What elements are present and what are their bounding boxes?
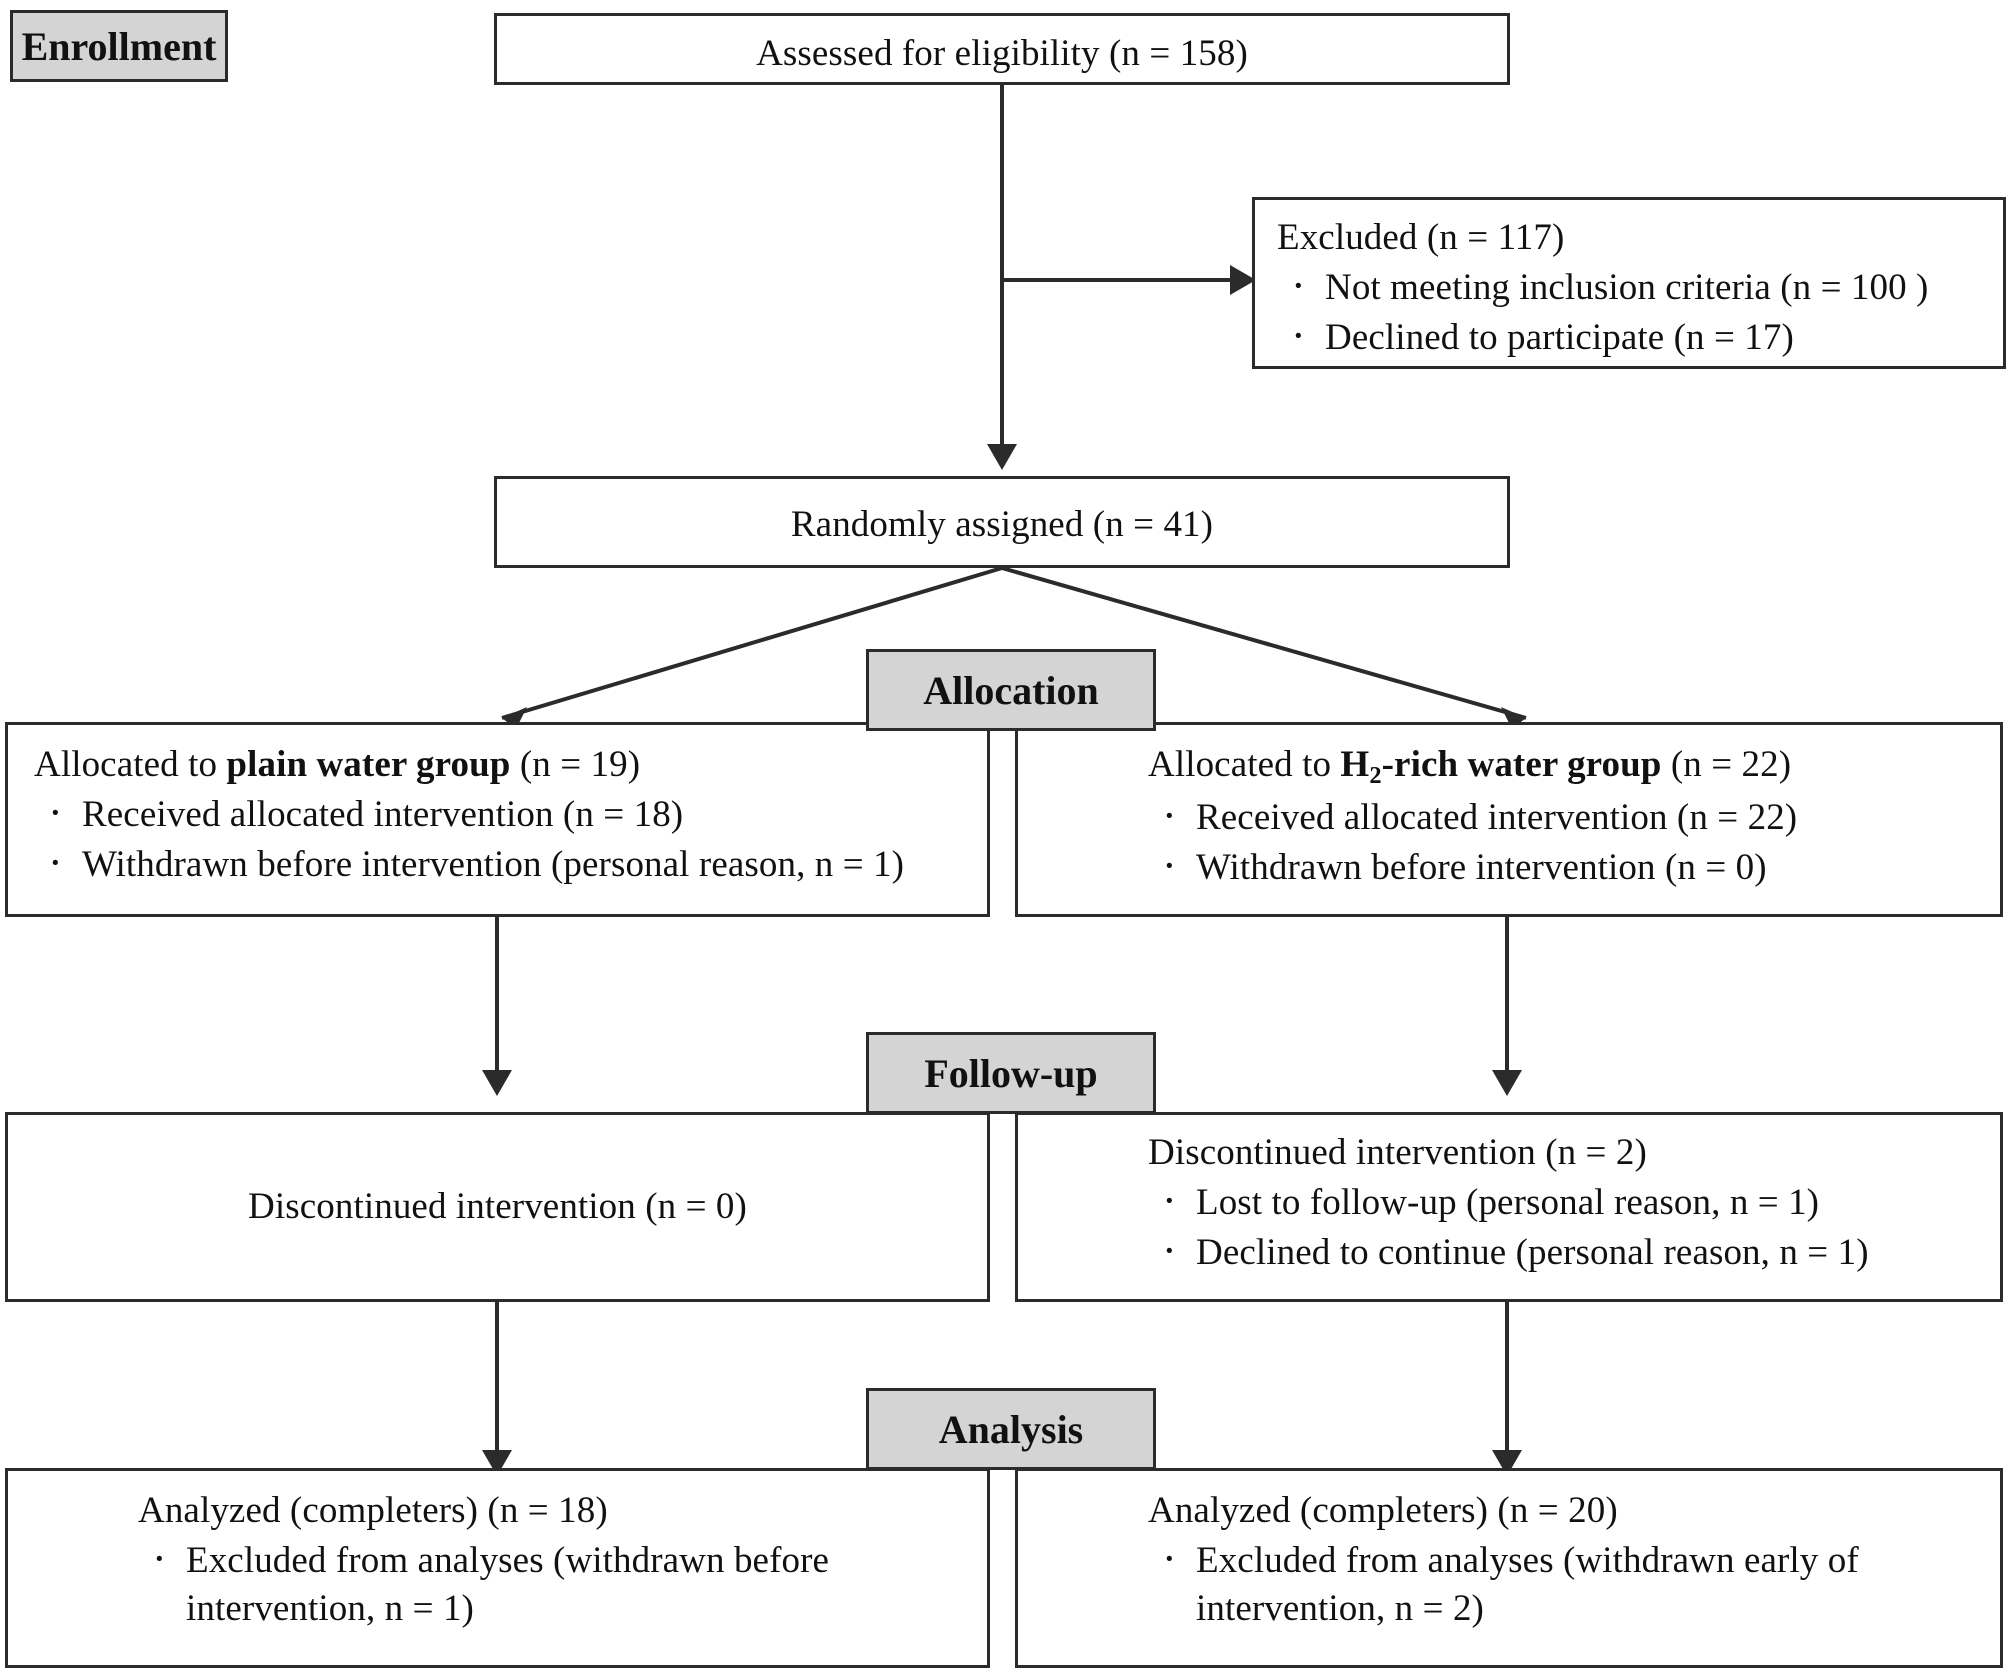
list-item: Received allocated intervention (n = 18) — [34, 784, 977, 841]
node-alloc-right-heading: Allocated to H2-rich water group (n = 22… — [1148, 741, 1990, 792]
node-assessed-for-eligibility: Assessed for eligibility (n = 158) — [494, 13, 1510, 85]
node-alloc-left-bullet-list: Received allocated intervention (n = 18)… — [34, 784, 977, 891]
stage-label-followup: Follow-up — [866, 1032, 1156, 1114]
connector-follow-right-to-analysis-right — [1505, 1302, 1509, 1462]
connector-alloc-right-to-follow-right — [1505, 917, 1509, 1082]
h2-symbol: H — [1340, 744, 1370, 785]
node-analysis-left-body: Analyzed (completers) (n = 18) Excluded … — [138, 1487, 947, 1633]
node-alloc-left-heading: Allocated to plain water group (n = 19) — [34, 741, 977, 789]
list-item: Excluded from analyses (withdrawn before… — [138, 1530, 947, 1633]
alloc-left-prefix: Allocated to — [34, 744, 227, 785]
arrowhead-to-excluded — [1230, 265, 1256, 295]
alloc-right-group-name: H2-rich water group — [1340, 744, 1662, 789]
connector-to-excluded — [1002, 278, 1236, 282]
arrowhead-alloc-right-to-follow-right — [1492, 1070, 1522, 1096]
alloc-right-suffix: (n = 22) — [1661, 744, 1792, 785]
alloc-left-suffix: (n = 19) — [510, 744, 641, 785]
node-excluded: Excluded (n = 117) Not meeting inclusion… — [1252, 197, 2006, 369]
arrowhead-split-left — [502, 707, 527, 729]
node-follow-right-body: Discontinued intervention (n = 2) Lost t… — [1148, 1129, 1990, 1279]
arrowhead-alloc-left-to-follow-left — [482, 1070, 512, 1096]
h2-subscript: 2 — [1369, 761, 1382, 789]
alloc-left-group-name: plain water group — [226, 744, 511, 785]
list-item: Not meeting inclusion criteria (n = 100 … — [1277, 257, 1995, 314]
node-alloc-right-bullet-list: Received allocated intervention (n = 22)… — [1148, 787, 1990, 894]
node-excluded-bullet-list: Not meeting inclusion criteria (n = 100 … — [1277, 257, 1995, 364]
list-item: Withdrawn before intervention (n = 0) — [1148, 837, 1990, 894]
stage-label-allocation-text: Allocation — [923, 667, 1099, 713]
node-follow-right-bullet-list: Lost to follow-up (personal reason, n = … — [1148, 1172, 1990, 1279]
list-item: Excluded from analyses (withdrawn early … — [1148, 1530, 1960, 1633]
node-allocation-plain-water: Allocated to plain water group (n = 19) … — [5, 722, 990, 917]
stage-label-followup-text: Follow-up — [924, 1050, 1098, 1096]
node-analysis-right-body: Analyzed (completers) (n = 20) Excluded … — [1148, 1487, 1960, 1633]
node-follow-right-heading: Discontinued intervention (n = 2) — [1148, 1132, 1647, 1173]
node-analysis-right-heading: Analyzed (completers) (n = 20) — [1148, 1490, 1618, 1531]
list-item: Declined to participate (n = 17) — [1277, 307, 1995, 364]
connector-split-left — [501, 566, 1003, 720]
node-allocation-h2-rich-water: Allocated to H2-rich water group (n = 22… — [1015, 722, 2003, 917]
h2-rest: -rich water group — [1381, 744, 1662, 785]
stage-label-enrollment-text: Enrollment — [21, 23, 217, 69]
node-analysis-plain-water: Analyzed (completers) (n = 18) Excluded … — [5, 1468, 990, 1668]
stage-label-analysis-text: Analysis — [938, 1406, 1084, 1452]
node-excluded-heading: Excluded (n = 117) — [1277, 217, 1565, 258]
connector-assessed-to-randomized — [1000, 85, 1004, 455]
alloc-right-prefix: Allocated to — [1148, 744, 1341, 785]
connector-alloc-left-to-follow-left — [495, 917, 499, 1082]
arrowhead-assessed-to-randomized — [987, 444, 1017, 470]
stage-label-allocation: Allocation — [866, 649, 1156, 731]
node-randomly-assigned: Randomly assigned (n = 41) — [494, 476, 1510, 568]
stage-label-analysis: Analysis — [866, 1388, 1156, 1470]
node-followup-plain-water: Discontinued intervention (n = 0) — [5, 1112, 990, 1302]
node-analysis-h2-rich-water: Analyzed (completers) (n = 20) Excluded … — [1015, 1468, 2003, 1668]
node-alloc-right-body: Allocated to H2-rich water group (n = 22… — [1148, 741, 1990, 894]
connector-split-right — [1001, 566, 1527, 720]
stage-label-enrollment: Enrollment — [10, 10, 228, 82]
node-assessed-text: Assessed for eligibility (n = 158) — [756, 33, 1248, 74]
node-follow-left-text: Discontinued intervention (n = 0) — [248, 1186, 747, 1227]
list-item: Withdrawn before intervention (personal … — [34, 834, 977, 891]
arrowhead-split-right — [1501, 707, 1526, 729]
list-item: Lost to follow-up (personal reason, n = … — [1148, 1172, 1990, 1229]
node-analysis-right-bullet-list: Excluded from analyses (withdrawn early … — [1148, 1530, 1960, 1633]
node-alloc-left-body: Allocated to plain water group (n = 19) … — [34, 741, 977, 891]
list-item: Received allocated intervention (n = 22) — [1148, 787, 1990, 844]
node-analysis-left-bullet-list: Excluded from analyses (withdrawn before… — [138, 1530, 947, 1633]
connector-randomization-split — [501, 566, 1527, 729]
node-excluded-body: Excluded (n = 117) Not meeting inclusion… — [1277, 214, 1995, 364]
node-followup-h2-rich-water: Discontinued intervention (n = 2) Lost t… — [1015, 1112, 2003, 1302]
node-randomized-text: Randomly assigned (n = 41) — [790, 504, 1214, 545]
connector-follow-left-to-analysis-left — [495, 1302, 499, 1462]
list-item: Declined to continue (personal reason, n… — [1148, 1222, 1990, 1279]
node-analysis-left-heading: Analyzed (completers) (n = 18) — [138, 1490, 608, 1531]
